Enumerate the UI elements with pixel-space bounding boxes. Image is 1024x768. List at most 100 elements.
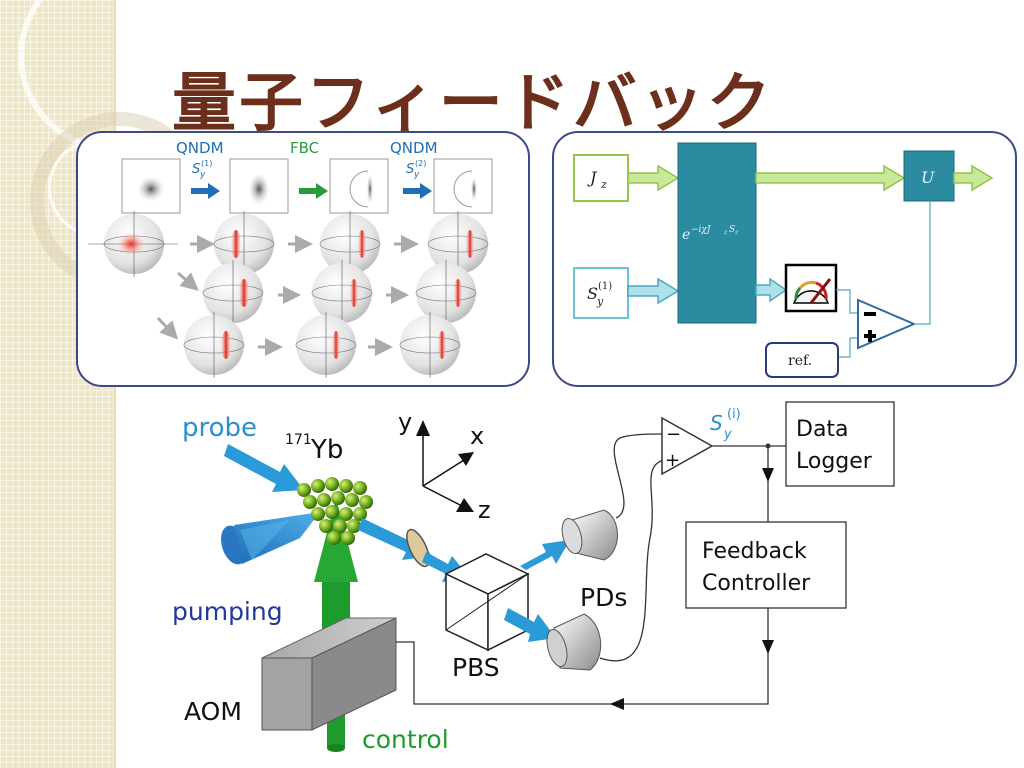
axis-x-label: x <box>470 422 484 450</box>
data-logger-line2: Logger <box>796 449 873 474</box>
evolution-block: e −iχJ z S z <box>677 142 757 324</box>
data-logger-box: Data Logger <box>785 401 895 487</box>
signal-label: S y (i) <box>710 407 741 442</box>
bloch-sphere <box>213 211 275 277</box>
step-label-qndm-1: QNDM <box>176 139 224 157</box>
projection-frame-3 <box>329 158 389 214</box>
step-label-qndm-2: QNDM <box>390 139 438 157</box>
signal-base: S <box>710 411 723 435</box>
pbs-label: PBS <box>452 653 500 682</box>
comparator <box>857 298 917 350</box>
bloch-sphere <box>427 211 489 277</box>
transition-arrows <box>156 235 419 356</box>
photodiode-lower <box>546 613 602 671</box>
split-beam-upper <box>520 540 570 570</box>
operator-sy1: S y (1) <box>192 159 212 180</box>
feedback-path-arrowhead-down <box>762 640 774 654</box>
bloch-sphere-initial <box>88 211 178 277</box>
bloch-sphere <box>295 312 357 378</box>
aom-label: AOM <box>184 697 242 726</box>
arrow-evolution-to-meter <box>755 277 788 303</box>
projection-frame-2 <box>229 158 289 214</box>
meter-to-comparator-line <box>836 289 860 314</box>
probe-beam <box>224 444 304 492</box>
operator-base: S <box>192 162 200 177</box>
reference-box: ref. <box>765 342 839 378</box>
jz-base: J <box>587 168 598 187</box>
atom-cloud <box>297 477 373 545</box>
signal-to-controller-arrowhead <box>762 468 774 482</box>
operator-sup: (2) <box>415 159 426 168</box>
block-diagram: J z S y (1) e −iχJ z S z <box>573 142 994 378</box>
unitary-block: U <box>903 150 955 202</box>
amp-minus-sign: − <box>666 424 681 445</box>
comparator-plus-sign-v <box>868 330 872 342</box>
feedback-path-arrowhead-left <box>610 698 624 710</box>
comparator-minus-sign <box>864 312 876 316</box>
control-label: control <box>362 725 449 754</box>
operator-sub: y <box>413 170 420 180</box>
feedback-path <box>396 608 769 705</box>
operator-sy2: S y (2) <box>406 159 426 180</box>
svg-text:z: z <box>723 229 728 236</box>
reference-label: ref. <box>788 353 812 369</box>
sequence-panel: QNDM FBC QNDM S y (1) S y (2) <box>76 131 530 387</box>
slide-title: 量子フィードバック <box>172 67 774 141</box>
evolution-exp-sup: −iχJ <box>691 225 712 235</box>
operator-base: S <box>406 162 414 177</box>
bloch-sphere <box>183 312 245 378</box>
signal-sub: y <box>723 427 732 442</box>
isotope-symbol: Yb <box>310 435 343 465</box>
photodiode-upper <box>561 509 618 561</box>
probe-label: probe <box>182 413 257 443</box>
feedback-controller-line1: Feedback <box>702 539 807 564</box>
bloch-sphere <box>319 211 381 277</box>
evolution-exp-sup2: S <box>729 225 735 235</box>
aom-box <box>261 617 397 731</box>
step-arrow-qndm-1 <box>191 183 220 199</box>
bloch-sphere <box>415 260 477 326</box>
signal-sup: (i) <box>727 407 741 422</box>
evolution-exp-base: e <box>682 227 690 243</box>
feedback-controller-box: Feedback Controller <box>685 521 847 609</box>
step-arrow-fbc <box>299 183 328 199</box>
jz-sub: z <box>600 178 607 191</box>
data-logger-line1: Data <box>796 417 849 442</box>
wire-lower-pd <box>599 459 665 662</box>
waveplate <box>406 528 430 568</box>
axis-y-label: y <box>398 408 412 436</box>
experimental-setup-diagram: probe 171 Yb pumping <box>172 401 895 754</box>
feedback-controller-line2: Controller <box>702 571 811 596</box>
operator-sup: (1) <box>201 159 212 168</box>
sy-sub: y <box>596 295 604 308</box>
bloch-sphere <box>202 260 264 326</box>
pumping-label: pumping <box>172 597 283 626</box>
pbs-cube <box>444 553 530 652</box>
arrow-jz-to-evolution <box>627 164 680 192</box>
feedback-line <box>914 201 931 325</box>
step-arrow-qndm-2 <box>403 183 432 199</box>
axis-z-label: z <box>478 496 491 524</box>
ref-to-comparator-line <box>838 337 860 358</box>
sy-base: S <box>587 284 598 303</box>
meter-icon <box>784 263 838 313</box>
arrow-sy-to-evolution <box>627 277 680 305</box>
arrow-u-output <box>953 164 994 192</box>
block-diagram-panel: J z S y (1) e −iχJ z S z <box>552 131 1017 387</box>
operator-sub: y <box>199 170 206 180</box>
pds-label: PDs <box>580 583 627 612</box>
coordinate-axes <box>416 420 474 512</box>
input-sy-box: S y (1) <box>573 267 629 319</box>
isotope-mass: 171 <box>285 432 312 448</box>
pumping-beam <box>221 512 320 565</box>
step-label-fbc: FBC <box>290 139 319 157</box>
amp-plus-sign: + <box>665 450 680 471</box>
evolution-exp-sup3: z <box>734 229 739 236</box>
bloch-sphere <box>399 312 461 378</box>
wire-upper-pd <box>613 433 665 519</box>
input-jz-box: J z <box>573 154 629 202</box>
projection-frame-1 <box>121 158 181 214</box>
unitary-label: U <box>921 168 935 187</box>
projection-frame-4 <box>433 158 493 214</box>
